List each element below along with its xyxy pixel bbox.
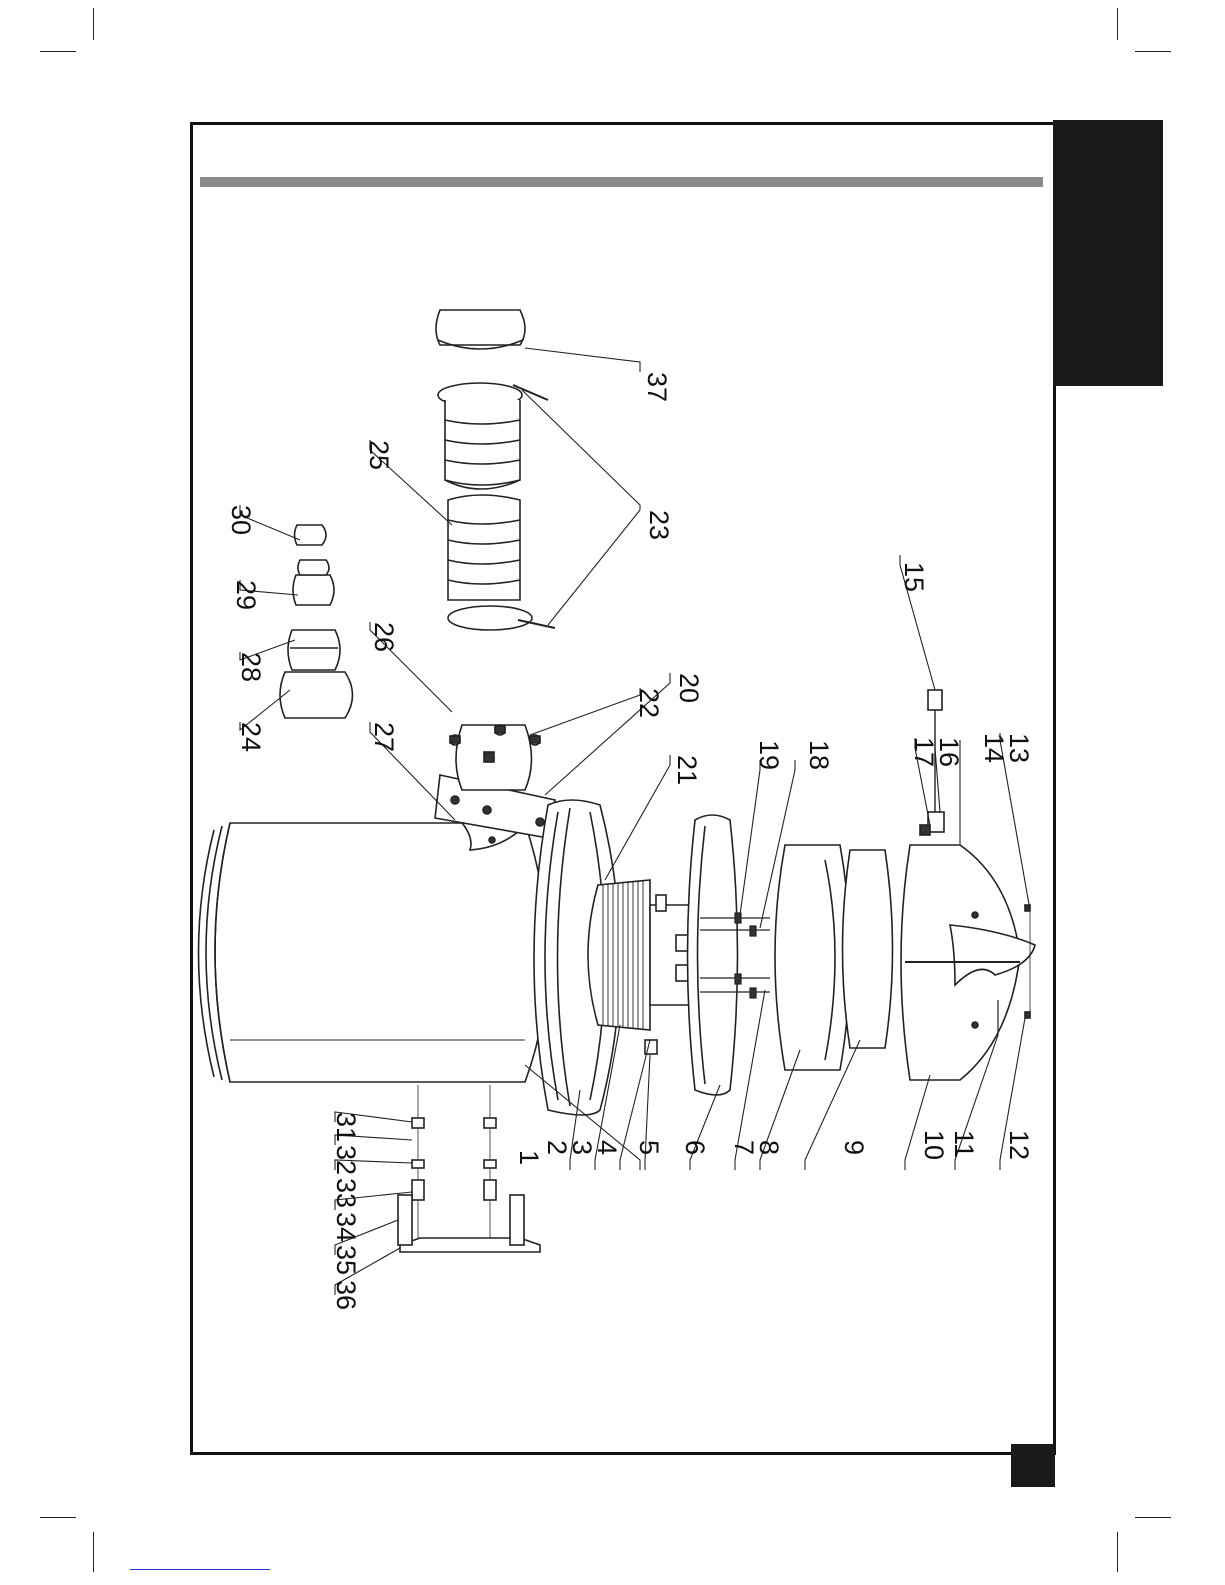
callout-5: 5 <box>634 1140 664 1155</box>
part-hose-adapters <box>280 525 353 718</box>
callout-22: 22 <box>634 688 664 718</box>
callout-17: 17 <box>909 737 939 767</box>
callout-8: 8 <box>754 1140 784 1155</box>
callout-10: 10 <box>919 1130 949 1160</box>
callout-37: 37 <box>642 372 672 402</box>
callout-23: 23 <box>644 510 674 540</box>
callout-9: 9 <box>839 1140 869 1155</box>
callout-12: 12 <box>1004 1130 1034 1160</box>
callout-36: 36 <box>331 1280 361 1310</box>
callout-31: 31 <box>331 1112 361 1142</box>
part-motor-housing <box>588 880 650 1030</box>
callout-18: 18 <box>804 740 834 770</box>
callout-28: 28 <box>236 652 266 682</box>
callout-27: 27 <box>369 722 399 752</box>
part-sponge <box>843 850 893 1048</box>
part-top-cover <box>901 845 1035 1080</box>
callout-21: 21 <box>672 755 702 785</box>
callout-32: 32 <box>331 1145 361 1175</box>
callout-19: 19 <box>754 740 784 770</box>
callout-20: 20 <box>674 673 704 703</box>
callout-26: 26 <box>369 622 399 652</box>
part-outlet-flange <box>450 725 540 790</box>
callout-6: 6 <box>680 1140 710 1155</box>
callout-15: 15 <box>899 562 929 592</box>
callout-4: 4 <box>592 1140 622 1155</box>
part-filter-cylinder <box>775 845 850 1070</box>
callout-34: 34 <box>331 1212 361 1242</box>
part-drum-body <box>199 775 556 1082</box>
callout-29: 29 <box>231 580 261 610</box>
callout-35: 35 <box>331 1245 361 1275</box>
callout-30: 30 <box>226 505 256 535</box>
callout-1: 1 <box>514 1150 544 1165</box>
part-motor-plate <box>688 815 738 1095</box>
part-hose <box>436 310 555 630</box>
callout-24: 24 <box>236 722 266 752</box>
callout-14: 14 <box>979 733 1009 763</box>
callout-11: 11 <box>949 1130 979 1158</box>
part-casters <box>398 1085 540 1252</box>
callout-25: 25 <box>364 440 394 470</box>
callout-33: 33 <box>331 1178 361 1208</box>
